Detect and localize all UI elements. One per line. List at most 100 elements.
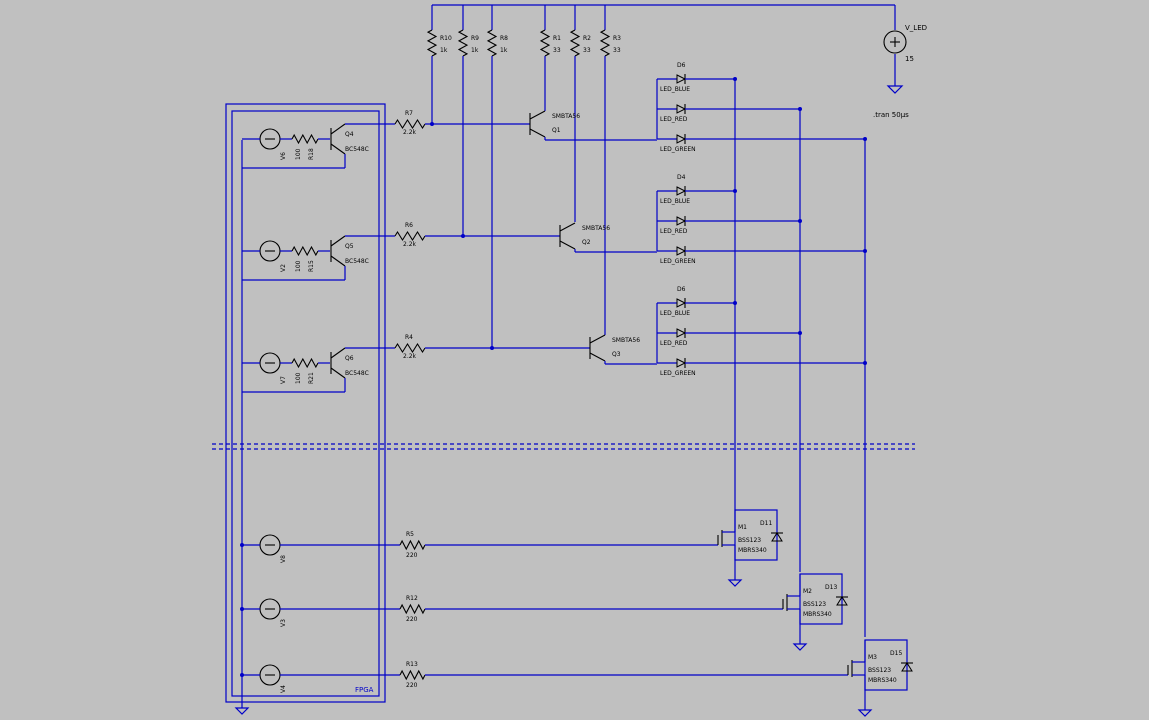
resistor-value: 1k bbox=[471, 47, 479, 54]
pwm-source-v6[interactable]: V6 bbox=[259, 128, 287, 160]
led-blue-label: LED_BLUE bbox=[660, 198, 690, 205]
ground-icon bbox=[727, 579, 743, 587]
resistor-name: R18 bbox=[308, 148, 315, 160]
source-name: V2 bbox=[280, 264, 287, 272]
led-green-label: LED_GREEN bbox=[660, 258, 696, 265]
led-blue-label: LED_BLUE bbox=[660, 310, 690, 317]
led-part: D4 bbox=[677, 174, 686, 181]
resistor-value: 1k bbox=[500, 47, 508, 54]
resistor-value: 220 bbox=[406, 682, 418, 689]
source-name: V3 bbox=[280, 619, 287, 627]
pwm-source-v2[interactable]: V2 bbox=[259, 240, 287, 272]
pnp-name: Q2 bbox=[582, 239, 591, 246]
pnp-part: SMBTA56 bbox=[552, 113, 580, 120]
resistor-value: 220 bbox=[406, 616, 418, 623]
resistor-name: R1 bbox=[553, 35, 561, 42]
resistor-name: R4 bbox=[405, 334, 413, 341]
vled-source[interactable]: V_LED 15 bbox=[883, 24, 927, 63]
resistor-value: 33 bbox=[613, 47, 621, 54]
pull-resistor-r2[interactable]: R2 33 bbox=[569, 5, 591, 57]
fpga-block[interactable]: FPGA bbox=[225, 103, 386, 703]
resistor-value: 100 bbox=[295, 372, 302, 384]
resistor-name: R3 bbox=[613, 35, 621, 42]
npn-part: BC548C bbox=[345, 258, 369, 265]
base-resistor-r6[interactable]: R62.2k bbox=[394, 222, 426, 248]
led-green-label: LED_GREEN bbox=[660, 146, 696, 153]
mosfet-name: M3 bbox=[868, 654, 877, 661]
source-resistor-r21[interactable]: 100 R21 bbox=[291, 357, 319, 384]
pnp-name: Q3 bbox=[612, 351, 621, 358]
pull-resistor-r3[interactable]: R3 33 bbox=[599, 5, 621, 57]
gate-source-v4[interactable]: V4 bbox=[259, 664, 287, 693]
resistor-name: R2 bbox=[583, 35, 591, 42]
resistor-value: 100 bbox=[295, 148, 302, 160]
source-name: V6 bbox=[280, 152, 287, 160]
resistor-name: R5 bbox=[406, 531, 414, 538]
base-resistor-r7[interactable]: R7 2.2k bbox=[394, 110, 426, 136]
npn-part: BC548C bbox=[345, 146, 369, 153]
resistor-value: 33 bbox=[583, 47, 591, 54]
pnp-name: Q1 bbox=[552, 127, 561, 134]
npn-name: Q5 bbox=[345, 243, 354, 250]
mosfet-name: M1 bbox=[738, 524, 747, 531]
npn-part: BC548C bbox=[345, 370, 369, 377]
pwm-source-v7[interactable]: V7 bbox=[259, 352, 287, 384]
resistor-name: R21 bbox=[308, 372, 315, 384]
resistor-name: R12 bbox=[406, 595, 418, 602]
resistor-value: 2.2k bbox=[403, 129, 417, 136]
diode-name: D11 bbox=[760, 520, 772, 527]
fpga-ground-icon bbox=[234, 707, 250, 715]
fpga-label: FPGA bbox=[355, 686, 374, 694]
diode-part: MBRS340 bbox=[803, 611, 832, 618]
led-green-label: LED_GREEN bbox=[660, 370, 696, 377]
gate-source-v3[interactable]: V3 bbox=[259, 598, 287, 627]
ground-icon bbox=[792, 643, 808, 651]
resistor-name: R7 bbox=[405, 110, 413, 117]
resistor-name: R15 bbox=[308, 260, 315, 272]
base-resistor-r4[interactable]: R4 2.2k bbox=[394, 334, 426, 360]
resistor-value: 100 bbox=[295, 260, 302, 272]
mosfet-part: BSS123 bbox=[868, 667, 891, 674]
pull-resistor-r1[interactable]: R1 33 bbox=[539, 5, 561, 57]
section-separator bbox=[212, 443, 915, 450]
vled-value: 15 bbox=[905, 55, 914, 63]
source-resistor-r15[interactable]: 100 R15 bbox=[291, 245, 319, 272]
pull-wires bbox=[431, 56, 606, 348]
gate-source-v8[interactable]: V8 bbox=[259, 534, 287, 563]
resistor-value: 2.2k bbox=[403, 353, 417, 360]
gate-resistor-r12[interactable]: R12 220 bbox=[399, 595, 426, 623]
diode-name: D13 bbox=[825, 584, 837, 591]
diode-name: D15 bbox=[890, 650, 902, 657]
source-resistor-r18[interactable]: 100 R18 bbox=[291, 133, 319, 160]
resistor-name: R6 bbox=[405, 222, 413, 229]
resistor-value: 33 bbox=[553, 47, 561, 54]
tran-directive: .tran 50µs bbox=[873, 111, 909, 119]
npn-name: Q6 bbox=[345, 355, 354, 362]
source-name: V4 bbox=[280, 685, 287, 693]
